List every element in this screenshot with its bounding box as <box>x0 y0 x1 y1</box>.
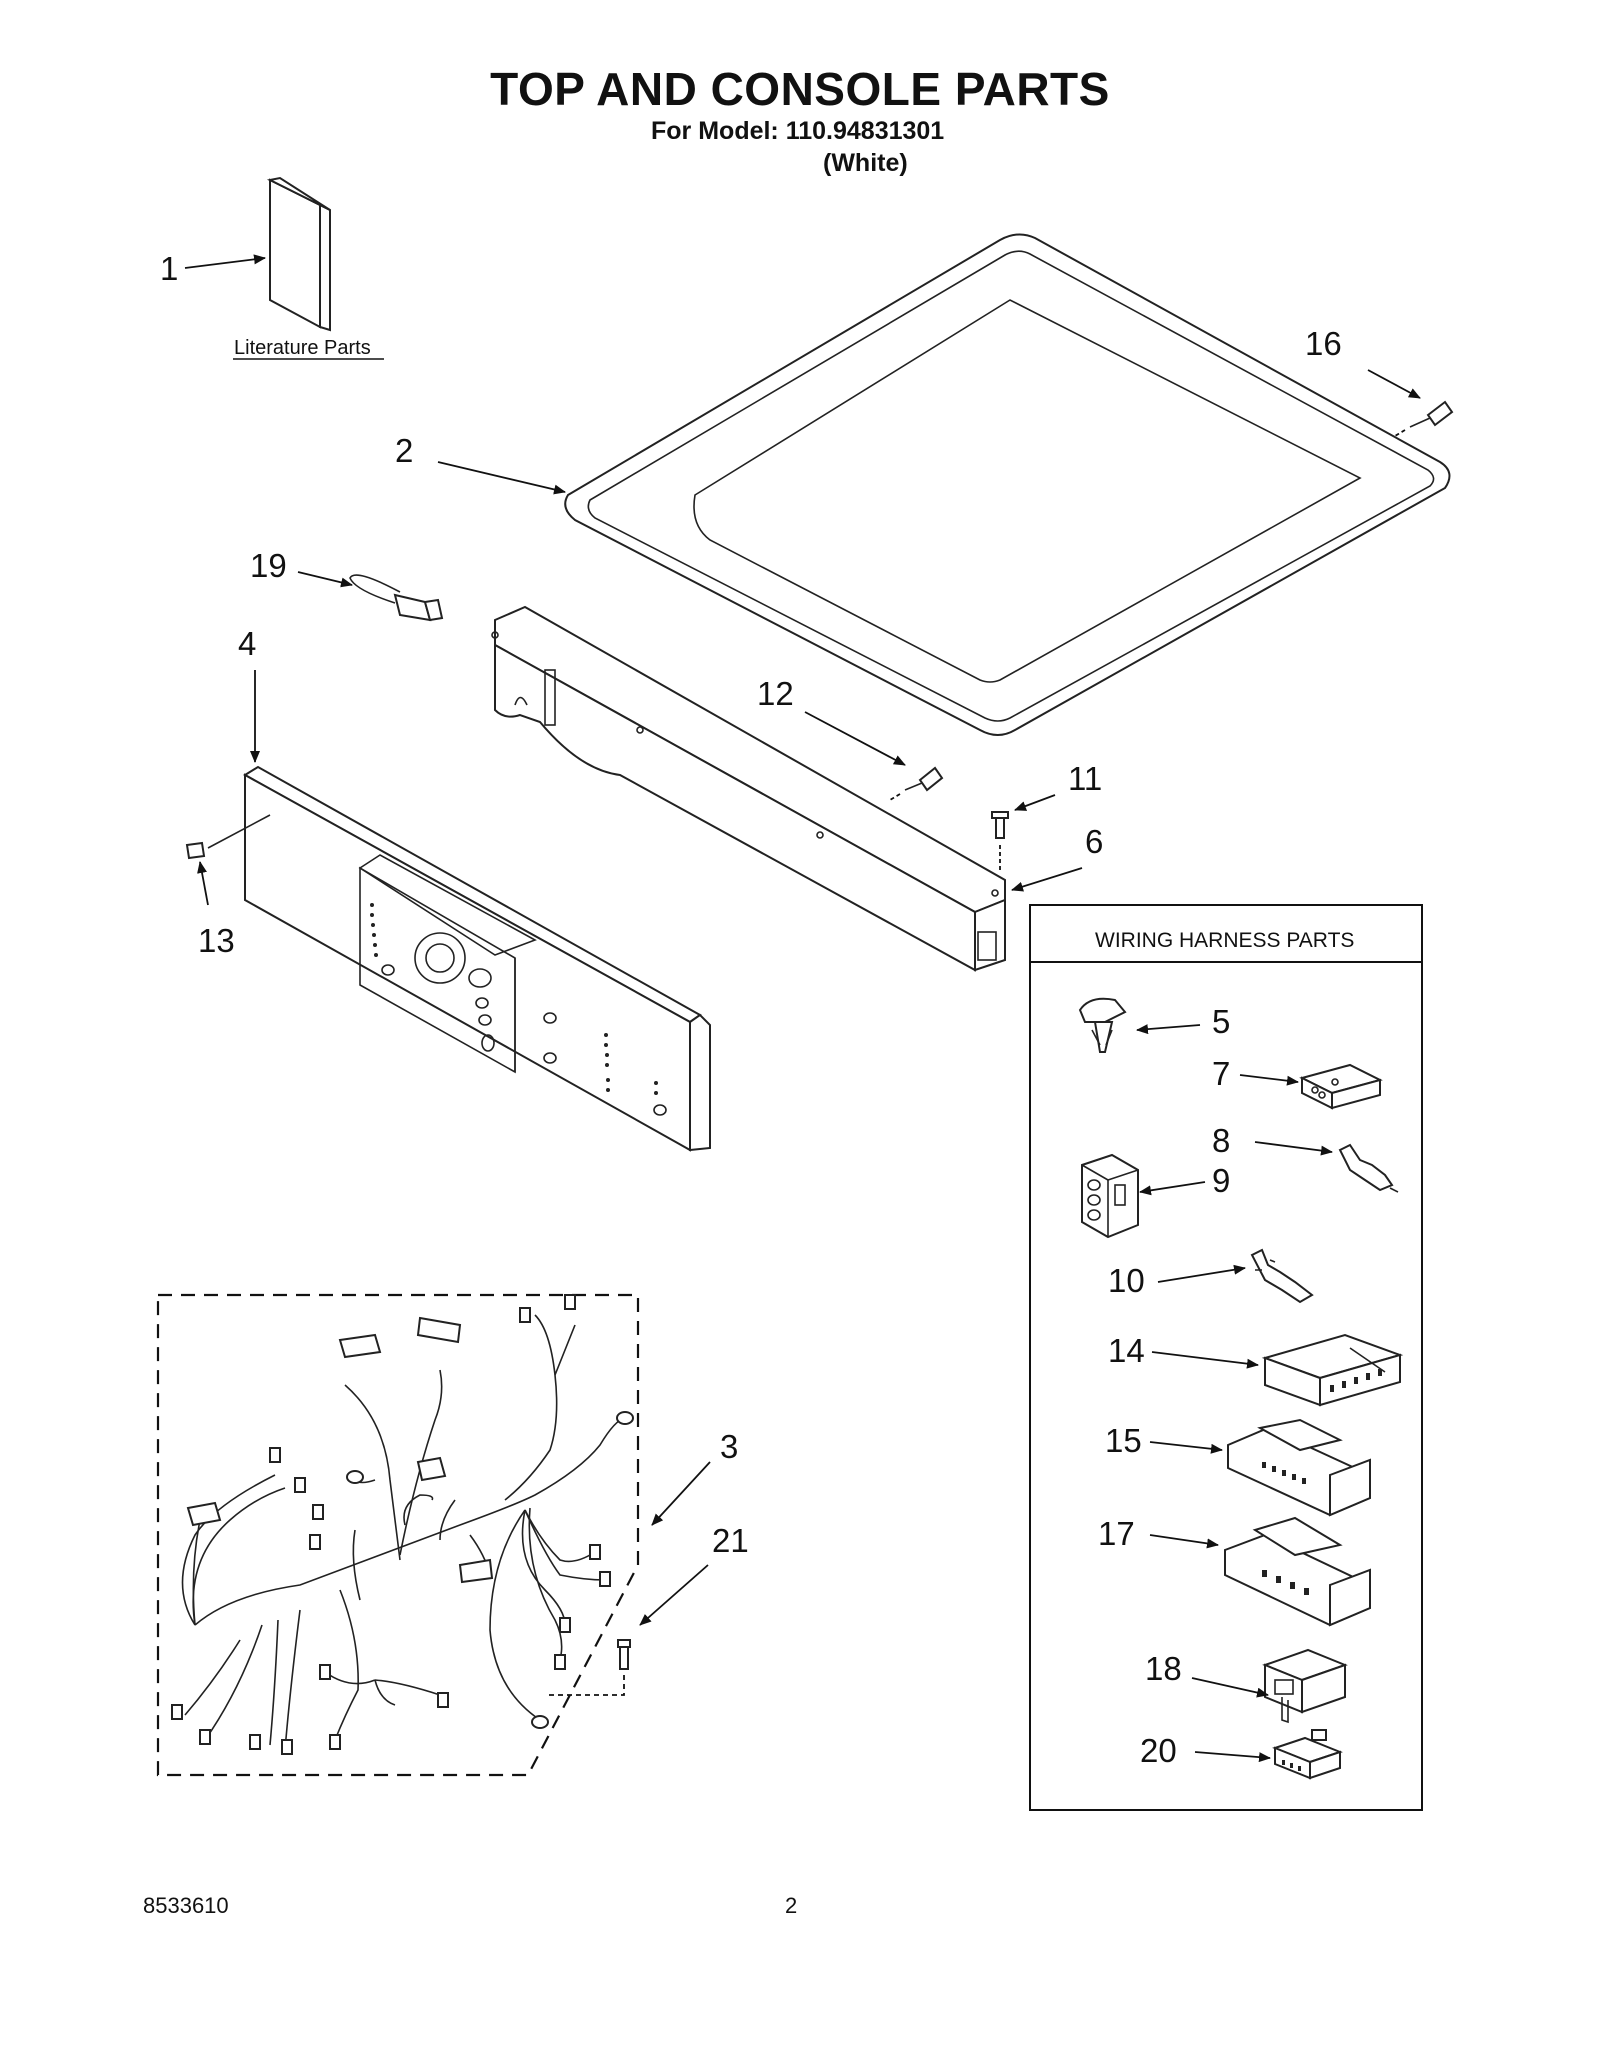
connector-15 <box>1227 1418 1371 1517</box>
terminal-10 <box>1250 1248 1314 1304</box>
leader-15 <box>1149 1441 1223 1454</box>
model-line: For Model: 110.94831301 <box>651 117 945 145</box>
connector-20 <box>1272 1729 1343 1780</box>
screw-12 <box>889 766 944 801</box>
literature-booklet <box>266 176 331 332</box>
leader-17 <box>1149 1534 1219 1549</box>
console-bracket <box>491 605 1006 972</box>
leader-8 <box>1254 1141 1333 1156</box>
callout-16: 16 <box>1305 325 1342 362</box>
terminal-8 <box>1338 1143 1399 1193</box>
callout-4: 4 <box>238 625 256 662</box>
callout-20: 20 <box>1140 1732 1177 1769</box>
callout-18: 18 <box>1145 1650 1182 1687</box>
connector-17 <box>1224 1516 1371 1627</box>
callout-1: 1 <box>160 250 178 287</box>
connector-14 <box>1261 1333 1404 1407</box>
leader-18 <box>1191 1677 1269 1698</box>
leader-2 <box>437 461 566 495</box>
wiring-box-title: WIRING HARNESS PARTS <box>1095 929 1354 952</box>
leader-14 <box>1151 1351 1259 1369</box>
connector-18 <box>1262 1648 1348 1724</box>
callout-10: 10 <box>1108 1262 1145 1299</box>
leader-7 <box>1239 1074 1299 1086</box>
wiring-parts-box <box>1029 904 1423 1811</box>
page-number: 2 <box>785 1893 798 1918</box>
callout-11: 11 <box>1068 760 1102 797</box>
harness-dashed-outline <box>156 1293 640 1777</box>
leader-3 <box>651 1461 711 1526</box>
leader-21 <box>639 1564 709 1626</box>
harness-connectors <box>171 1294 634 1755</box>
callout-17: 17 <box>1098 1515 1135 1552</box>
leader-13 <box>197 861 209 906</box>
document-number: 8533610 <box>143 1893 229 1918</box>
leader-12 <box>804 711 906 766</box>
callout-19: 19 <box>250 547 287 584</box>
callout-9: 9 <box>1212 1162 1230 1199</box>
top-panel <box>564 233 1451 736</box>
leader-9 <box>1139 1181 1206 1196</box>
leader-1 <box>184 254 266 269</box>
wire-harness <box>181 1314 626 1751</box>
callout-13: 13 <box>198 922 235 959</box>
leader-6 <box>1011 867 1083 892</box>
callout-5: 5 <box>1212 1003 1230 1040</box>
callout-6: 6 <box>1085 823 1103 860</box>
screw-11 <box>991 811 1009 870</box>
label-13 <box>185 841 206 860</box>
callout-2: 2 <box>395 432 413 469</box>
callout-15: 15 <box>1105 1422 1142 1459</box>
connector-19 <box>349 574 444 622</box>
leader-10 <box>1157 1264 1246 1283</box>
literature-label: Literature Parts <box>234 337 371 359</box>
screw-16 <box>1394 400 1454 437</box>
screw-21 <box>545 1639 631 1696</box>
callout-3: 3 <box>720 1428 738 1465</box>
connector-7 <box>1299 1063 1383 1110</box>
color-line: (White) <box>823 149 908 177</box>
callout-21: 21 <box>712 1522 749 1559</box>
leader-11 <box>1014 794 1056 811</box>
leader-5 <box>1136 1024 1201 1035</box>
callout-12: 12 <box>757 675 794 712</box>
leader-19 <box>297 571 353 588</box>
leader-16 <box>1367 369 1421 399</box>
callout-7: 7 <box>1212 1055 1230 1092</box>
page-title: TOP AND CONSOLE PARTS <box>490 63 1110 115</box>
clip-5 <box>1078 997 1127 1053</box>
leader-20 <box>1194 1751 1271 1763</box>
callout-8: 8 <box>1212 1122 1230 1159</box>
console-panel <box>207 765 711 1152</box>
housing-9 <box>1081 1153 1139 1239</box>
callout-14: 14 <box>1108 1332 1145 1369</box>
